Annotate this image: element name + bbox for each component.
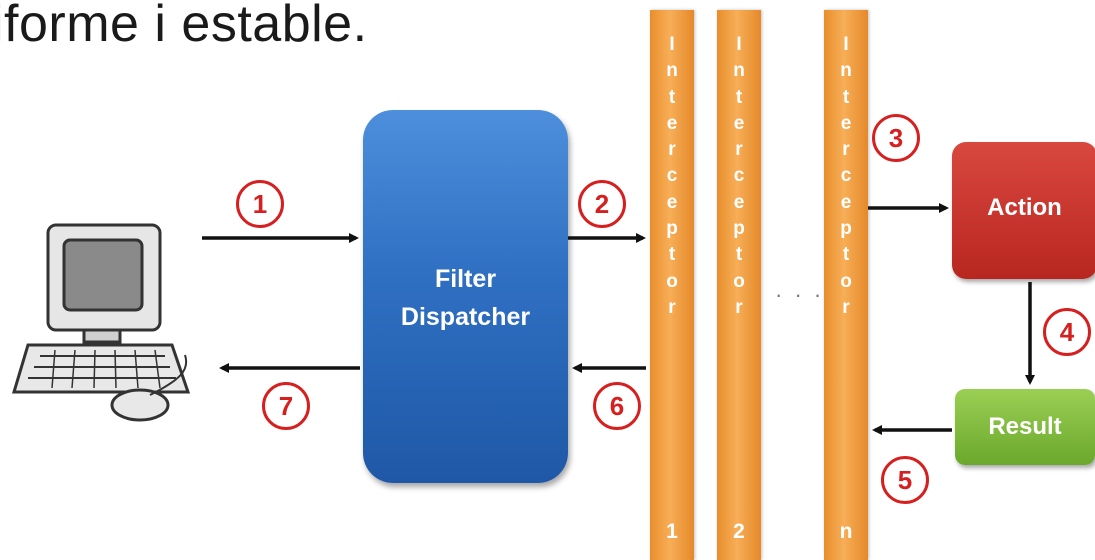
interceptor-letter: o <box>666 270 678 292</box>
interceptor-letter: I <box>843 34 849 55</box>
interceptor-letter: r <box>668 296 676 318</box>
interceptor-letter: I <box>736 34 742 55</box>
interceptor-letter: t <box>842 244 850 266</box>
interceptor-letter: p <box>666 218 678 240</box>
interceptor-letter: t <box>668 86 676 108</box>
action-box: Action <box>952 142 1095 279</box>
interceptor-1: I n t e r c e p t o r 1 <box>650 10 694 560</box>
step-7-badge: 7 <box>262 382 310 430</box>
interceptor-letter: t <box>735 86 743 108</box>
step-1-badge: 1 <box>236 180 284 228</box>
filter-dispatcher-line1: Filter <box>434 265 497 293</box>
interceptor-n: I n t e r c e p t o r n <box>824 10 868 560</box>
interceptor-letter: e <box>733 112 745 134</box>
interceptor-2-index: 2 <box>733 520 745 543</box>
interceptor-letter: p <box>840 218 852 240</box>
interceptor-letter: r <box>842 139 850 161</box>
interceptor-1-letters: I n t e r c e p t o r <box>650 32 694 321</box>
step-2-badge: 2 <box>578 180 626 228</box>
interceptor-letter: r <box>735 139 743 161</box>
interceptor-letter: I <box>669 34 675 55</box>
interceptor-letter: e <box>666 112 678 134</box>
interceptor-letter: e <box>666 191 678 213</box>
step-6-badge: 6 <box>593 382 641 430</box>
interceptor-letter: c <box>666 165 678 187</box>
step-4-badge: 4 <box>1043 308 1091 356</box>
interceptor-n-index: n <box>839 520 853 543</box>
interceptor-letter: e <box>840 112 852 134</box>
caption-text: iforme i estable. <box>0 0 368 53</box>
interceptor-letter: e <box>840 191 852 213</box>
interceptor-letter: t <box>735 244 743 266</box>
ellipsis: · · · <box>775 282 825 307</box>
filter-dispatcher-label: Filter Dispatcher <box>363 260 568 336</box>
interceptor-letter: c <box>733 165 745 187</box>
result-box: Result <box>955 389 1095 465</box>
interceptor-letter: p <box>733 218 745 240</box>
filter-dispatcher-box: Filter Dispatcher <box>363 110 568 483</box>
step-5-badge: 5 <box>881 456 929 504</box>
result-label: Result <box>988 413 1062 440</box>
interceptor-letter: r <box>735 296 743 318</box>
interceptor-letter: n <box>733 60 745 82</box>
interceptor-2: I n t e r c e p t o r 2 <box>717 10 761 560</box>
interceptor-letter: o <box>733 270 745 292</box>
interceptor-letter: n <box>840 60 852 82</box>
action-label: Action <box>987 194 1062 221</box>
interceptor-letter: t <box>842 86 850 108</box>
interceptor-letter: r <box>842 296 850 318</box>
step-3-badge: 3 <box>872 114 920 162</box>
interceptor-letter: o <box>840 270 852 292</box>
filter-dispatcher-line2: Dispatcher <box>400 303 531 331</box>
interceptor-letter: r <box>668 139 676 161</box>
interceptor-2-letters: I n t e r c e p t o r <box>717 32 761 321</box>
interceptor-letter: n <box>666 60 678 82</box>
interceptor-letter: t <box>668 244 676 266</box>
interceptor-n-letters: I n t e r c e p t o r <box>824 32 868 321</box>
interceptor-letter: c <box>840 165 852 187</box>
interceptor-letter: e <box>733 191 745 213</box>
interceptor-1-index: 1 <box>666 520 678 543</box>
